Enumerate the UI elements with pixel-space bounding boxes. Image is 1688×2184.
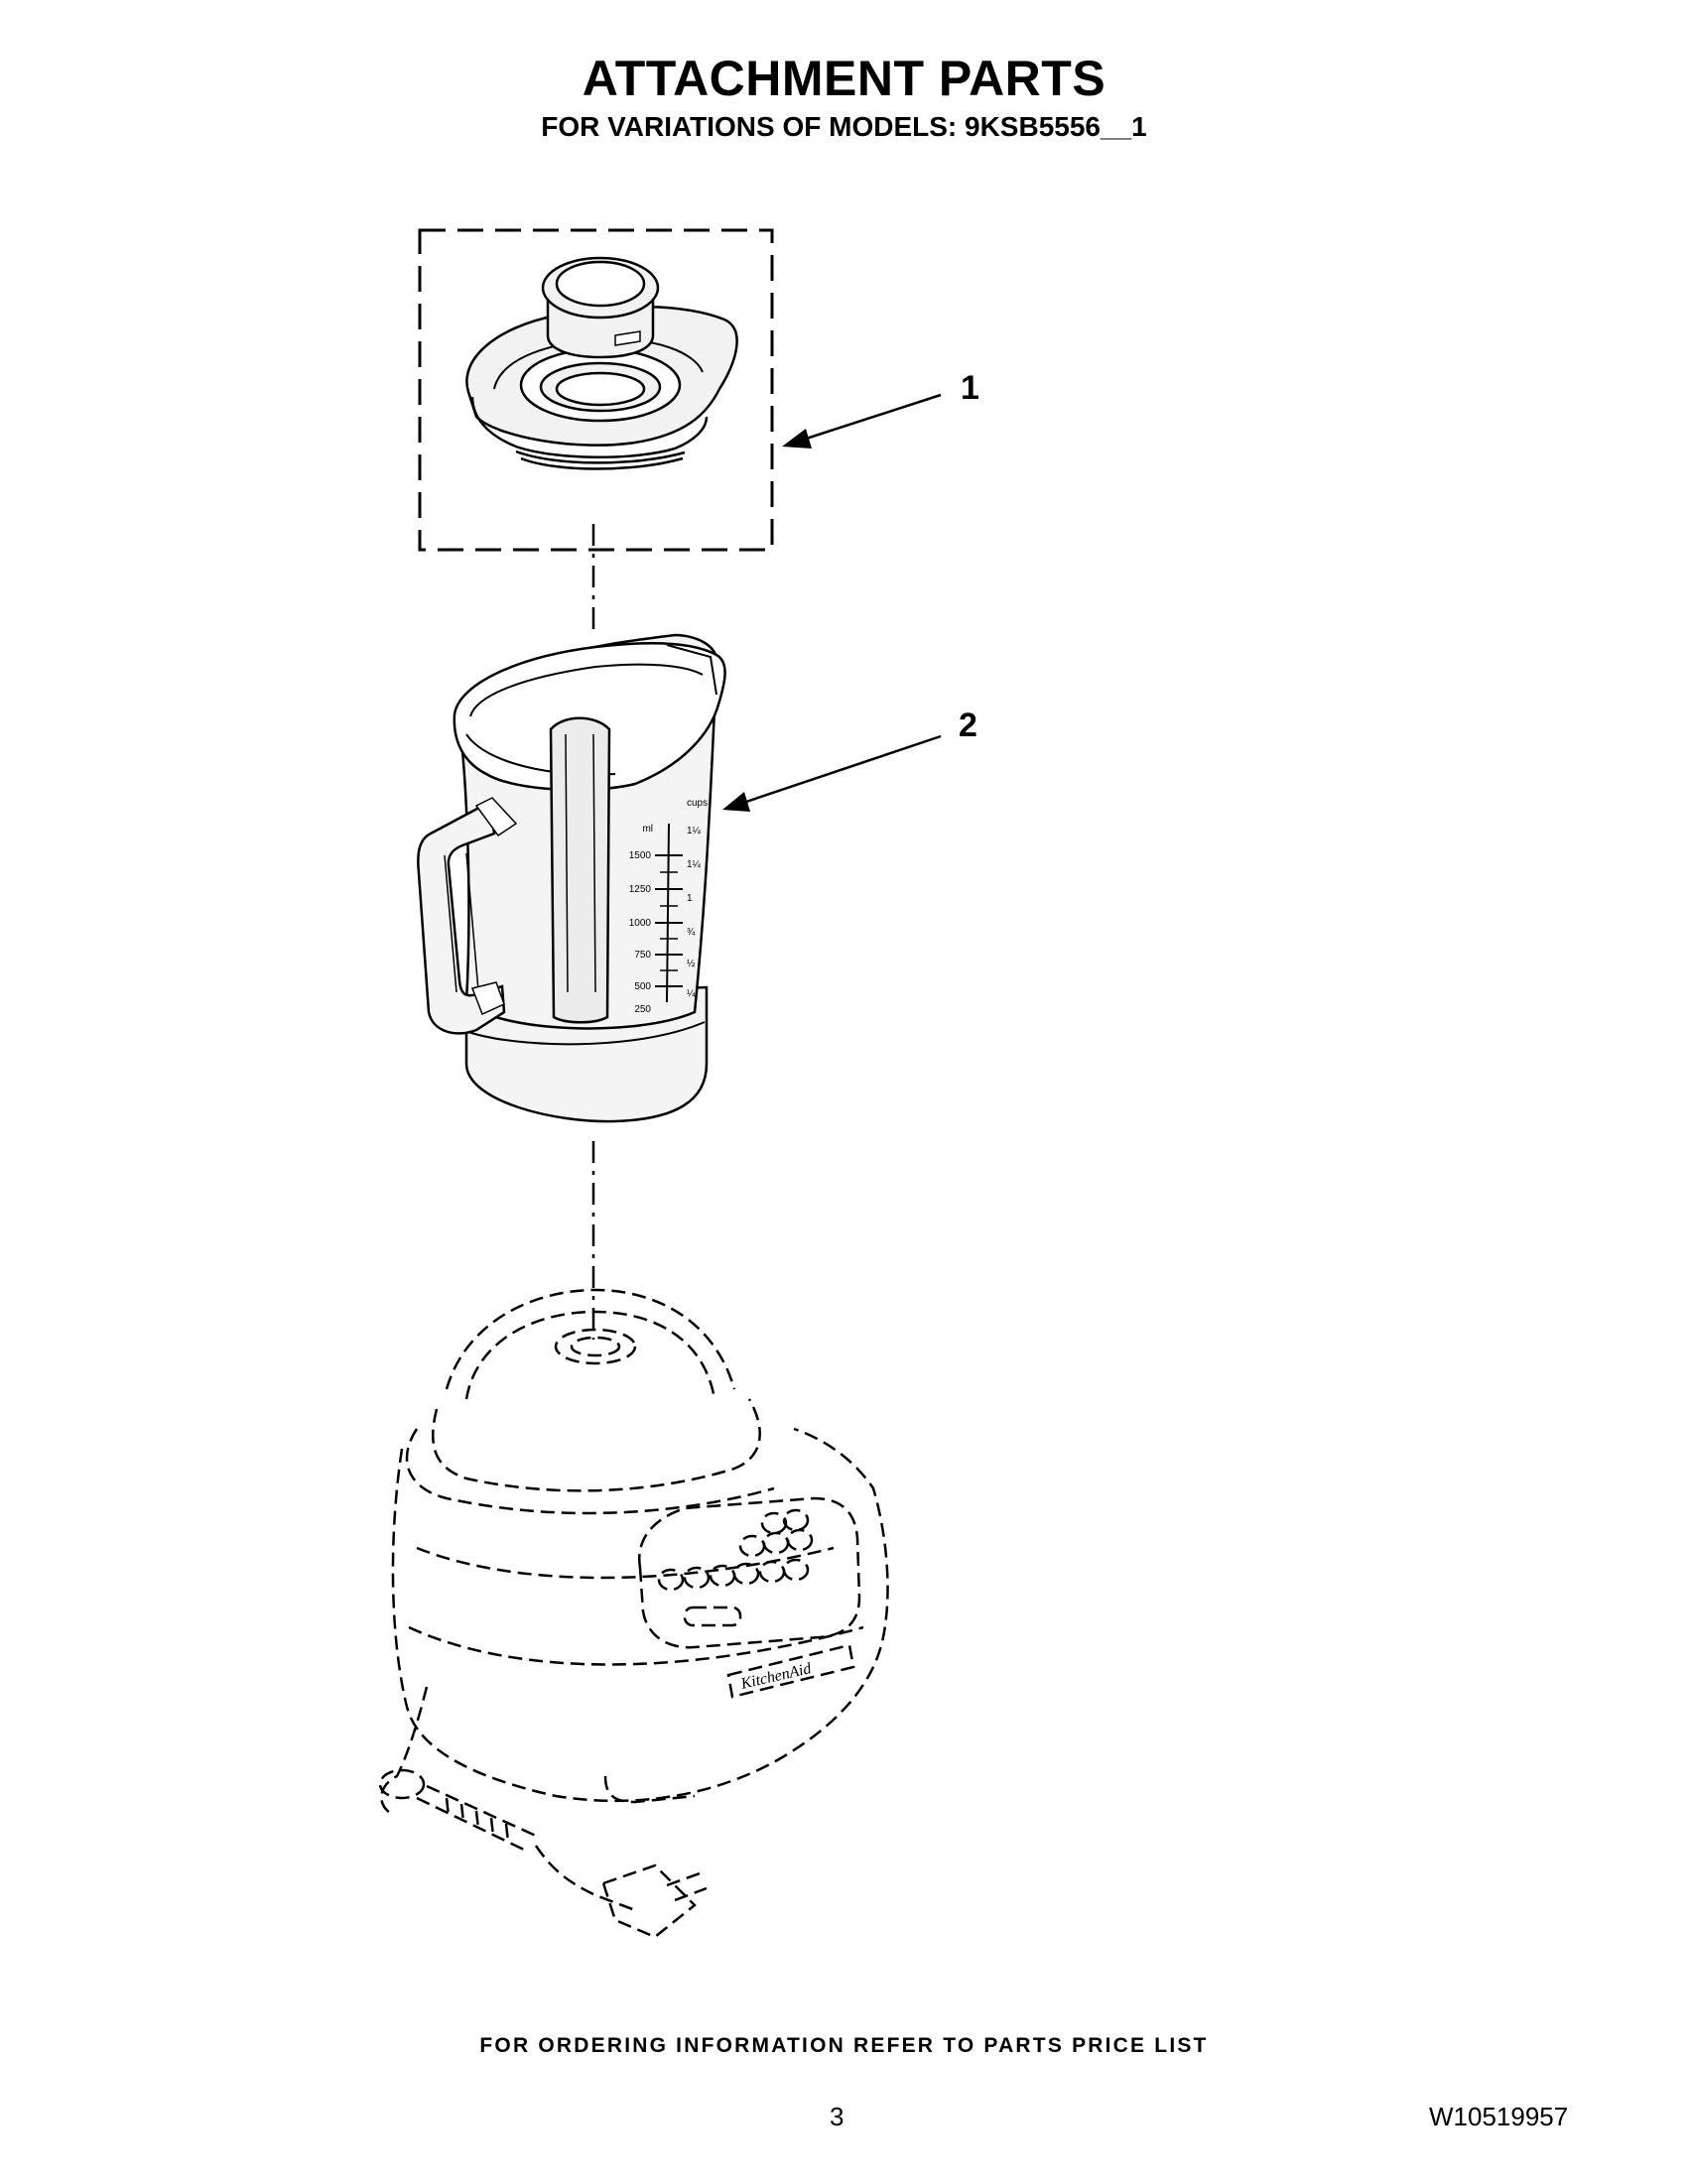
lid-dashed-box [418,228,774,552]
cup-mark-2: 1¼ [687,858,702,870]
ml-mark-1000: 1000 [629,918,652,929]
jar-cup-labels: cups 1¼ 1¼ 1 ¾ ½ ¼ [687,798,708,999]
page-number: 3 [830,2102,844,2131]
part-2-jar-group[interactable]: ml 1500 1250 1000 750 500 250 cups 1¼ 1¼… [417,633,726,1123]
callout-2-arrowhead [722,792,750,812]
cup-mark-1: 1¼ [687,825,702,836]
jar-illustration [417,633,726,1123]
callout-2-number: 2 [959,707,977,744]
page-title: ATTACHMENT PARTS [582,51,1106,106]
lid-illustration [465,256,738,470]
jar-measurement-scale [655,823,683,1003]
blender-base-reference [378,1288,889,1939]
callout-2[interactable]: 2 [722,707,977,812]
document-number: W10519957 [1429,2102,1569,2131]
callout-1-number: 1 [961,369,979,407]
ordering-information-note: FOR ORDERING INFORMATION REFER TO PARTS … [479,2034,1209,2057]
ml-unit-label: ml [642,824,653,835]
model-subtitle: FOR VARIATIONS OF MODELS: 9KSB5556__1 [541,111,1147,142]
ml-mark-250: 250 [634,1004,651,1015]
callout-1-arrowhead [782,429,812,449]
cup-mark-3: 1 [687,893,693,904]
callout-2-leader [733,734,942,808]
jar-ml-labels: ml 1500 1250 1000 750 500 250 [629,824,653,1015]
cups-unit-label: cups [687,798,708,809]
ml-mark-750: 750 [634,950,651,961]
cup-mark-5: ½ [687,959,696,969]
ml-mark-1500: 1500 [629,850,652,861]
callout-1-leader [793,393,942,445]
cup-mark-4: ¾ [687,927,696,938]
part-1-lid-group[interactable] [418,228,774,552]
ml-mark-1250: 1250 [629,884,652,895]
cup-mark-6: ¼ [687,987,696,999]
ml-mark-500: 500 [634,981,651,992]
callout-1[interactable]: 1 [782,369,979,449]
base-brand-label: KitchenAid [738,1660,814,1693]
